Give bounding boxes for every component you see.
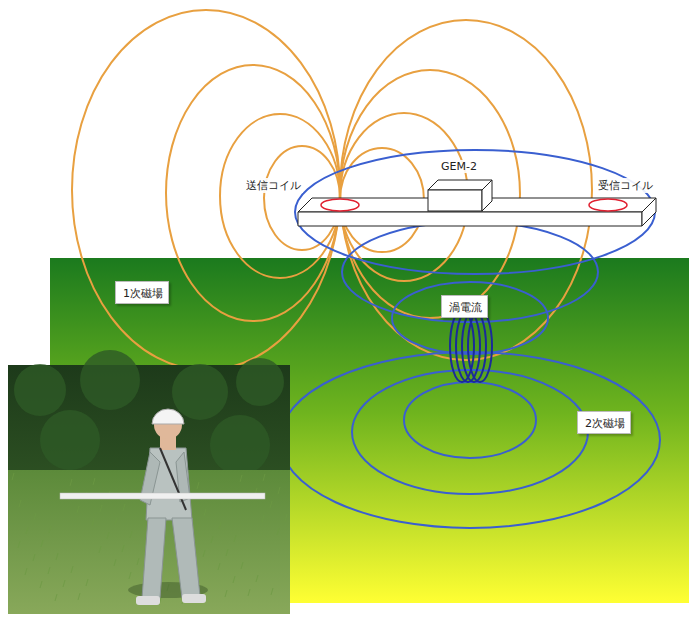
grass-stroke (219, 522, 221, 529)
receiver-coil (589, 199, 627, 211)
grass-stroke (34, 513, 36, 520)
grass-stroke (203, 550, 205, 557)
grass-stroke (26, 527, 28, 534)
walking-person (136, 409, 206, 605)
grass-stroke (40, 581, 42, 588)
grass-stroke (271, 588, 273, 595)
sensor-bar (60, 493, 265, 499)
grass-stroke (233, 576, 235, 583)
grass-stroke (234, 535, 236, 542)
grass-texture (12, 473, 287, 605)
grass-stroke (48, 567, 50, 574)
grass-stroke (19, 500, 21, 507)
grass-stroke (241, 562, 243, 569)
grass-stroke (25, 568, 27, 575)
grass-stroke (100, 505, 102, 512)
grass-stroke (107, 532, 109, 539)
eddy-current-loops (450, 310, 492, 382)
grass-stroke (137, 558, 139, 565)
grass-stroke (92, 519, 94, 526)
grass-stroke (77, 506, 79, 513)
grass-stroke (71, 566, 73, 573)
grass-stroke (55, 594, 57, 601)
primary-field-lines (72, 10, 592, 370)
grass-stroke (123, 504, 125, 511)
grass-stroke (56, 553, 58, 560)
grass-stroke (211, 536, 213, 543)
grass-stroke (248, 589, 250, 596)
grass-stroke (115, 518, 117, 525)
part-label: 送信コイル (244, 178, 303, 193)
part-label: GEM-2 (439, 160, 479, 173)
field-photo (8, 350, 290, 614)
grass-stroke (204, 509, 206, 516)
grass-stroke (41, 540, 43, 547)
grass-stroke (70, 479, 72, 486)
grass-stroke (86, 579, 88, 586)
gem-2-box (428, 180, 492, 211)
grass-stroke (129, 572, 131, 579)
grass-stroke (33, 554, 35, 561)
grass-stroke (225, 590, 227, 597)
grass-stroke (240, 475, 242, 482)
grass-stroke (18, 541, 20, 548)
field-label: 渦電流 (449, 300, 480, 315)
grass-stroke (63, 580, 65, 587)
grass-stroke (226, 549, 228, 556)
grass-stroke (12, 473, 14, 480)
transmitter-coil (321, 199, 359, 211)
field-label: 2次磁場 (585, 416, 623, 431)
grass-stroke (218, 563, 220, 570)
grass-stroke (49, 526, 51, 533)
part-label: 受信コイル (596, 178, 655, 193)
grass-stroke (270, 501, 272, 508)
grass-stroke (262, 515, 264, 522)
grass-stroke (196, 523, 198, 530)
grass-stroke (278, 487, 280, 494)
grass-stroke (263, 474, 265, 481)
field-label: 1次磁場 (123, 286, 161, 301)
field-label-box: 渦電流 (441, 295, 488, 318)
grass-stroke (93, 478, 95, 485)
grass-stroke (285, 514, 287, 521)
grass-stroke (99, 546, 101, 553)
grass-stroke (197, 482, 199, 489)
grass-stroke (122, 545, 124, 552)
grass-stroke (130, 531, 132, 538)
field-label-box: 1次磁場 (115, 281, 169, 304)
field-label-box: 2次磁場 (577, 411, 631, 434)
grass-stroke (277, 528, 279, 535)
grass-stroke (78, 593, 80, 600)
grass-stroke (114, 559, 116, 566)
grass-stroke (256, 575, 258, 582)
secondary-field-lines (280, 150, 660, 528)
